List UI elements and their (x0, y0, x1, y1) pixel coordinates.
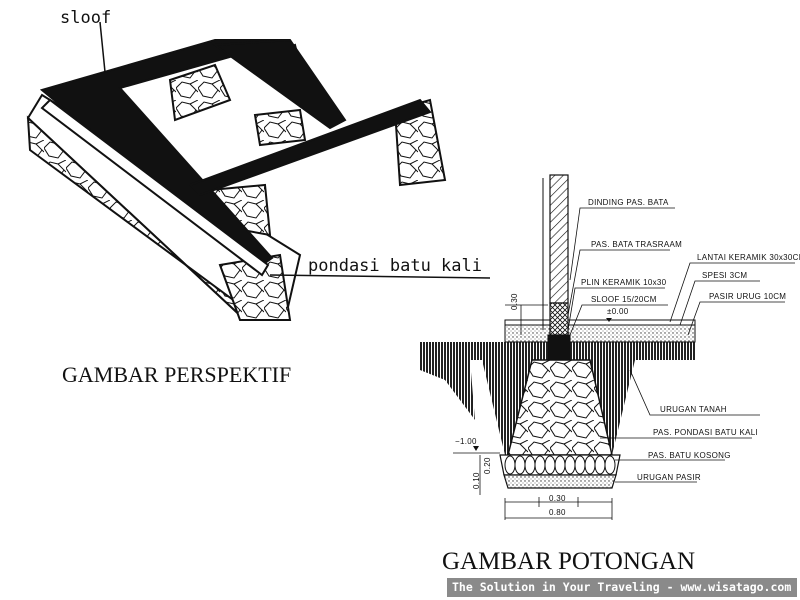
label-sloof: SLOOF 15/20CM (591, 295, 657, 304)
label-trasraam: PAS. BATA TRASRAAM (591, 240, 683, 249)
dim-top-width: 0.30 (549, 494, 566, 503)
dim-pasir-height: 0.10 (472, 472, 481, 489)
label-plin: PLIN KERAMIK 10x30 (581, 278, 667, 287)
section-drawing (420, 174, 795, 520)
dim-bottom-width: 0.80 (549, 508, 566, 517)
dim-trasraam-height: 0.30 (510, 293, 519, 310)
dim-batu-kosong-height: 0.20 (483, 457, 492, 474)
sloof-label: sloof (60, 8, 112, 28)
label-pasir-urug: PASIR URUG 10CM (709, 292, 787, 301)
label-batu-kosong: PAS. BATU KOSONG (648, 451, 731, 460)
label-urugan-tanah: URUGAN TANAH (660, 405, 727, 414)
label-urugan-pasir: URUGAN PASIR (637, 473, 701, 482)
label-lantai: LANTAI KERAMIK 30x30CM (697, 253, 800, 262)
perspective-title: GAMBAR PERSPEKTIF (62, 362, 292, 387)
perspective-drawing (26, 21, 491, 321)
label-pondasi: PAS. PONDASI BATU KALI (653, 428, 758, 437)
watermark-footer: The Solution in Your Traveling - www.wis… (447, 578, 797, 597)
label-dinding: DINDING PAS. BATA (588, 198, 669, 207)
pondasi-batu-kali-label: pondasi batu kali (308, 256, 482, 276)
section-title: GAMBAR POTONGAN (442, 548, 696, 575)
label-spesi: SPESI 3CM (702, 271, 748, 280)
label-level-zero: ±0.00 (607, 307, 629, 316)
label-level-bottom: −1.00 (455, 437, 477, 446)
